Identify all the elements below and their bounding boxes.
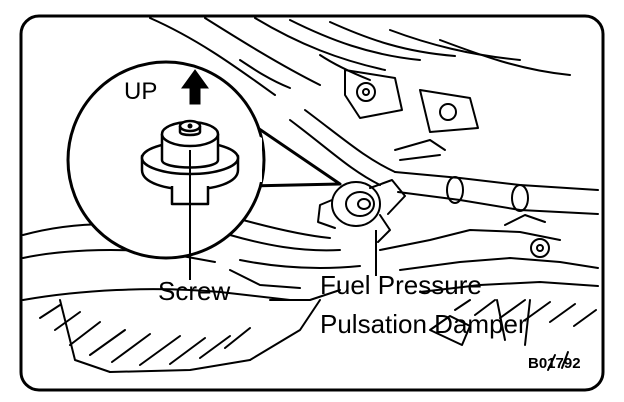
magnified-inset: UP (66, 60, 342, 260)
component-label-line2: Pulsation Damper (320, 309, 527, 339)
leader-lines (189, 150, 377, 280)
engine-illustration (22, 17, 599, 373)
damper-closeup (140, 119, 240, 206)
up-arrow-icon (181, 69, 209, 105)
figure-code: B01792 (528, 355, 581, 372)
up-label: UP (124, 78, 157, 105)
screw-label: Screw (158, 276, 230, 306)
component-label-line1: Fuel Pressure (320, 270, 482, 300)
